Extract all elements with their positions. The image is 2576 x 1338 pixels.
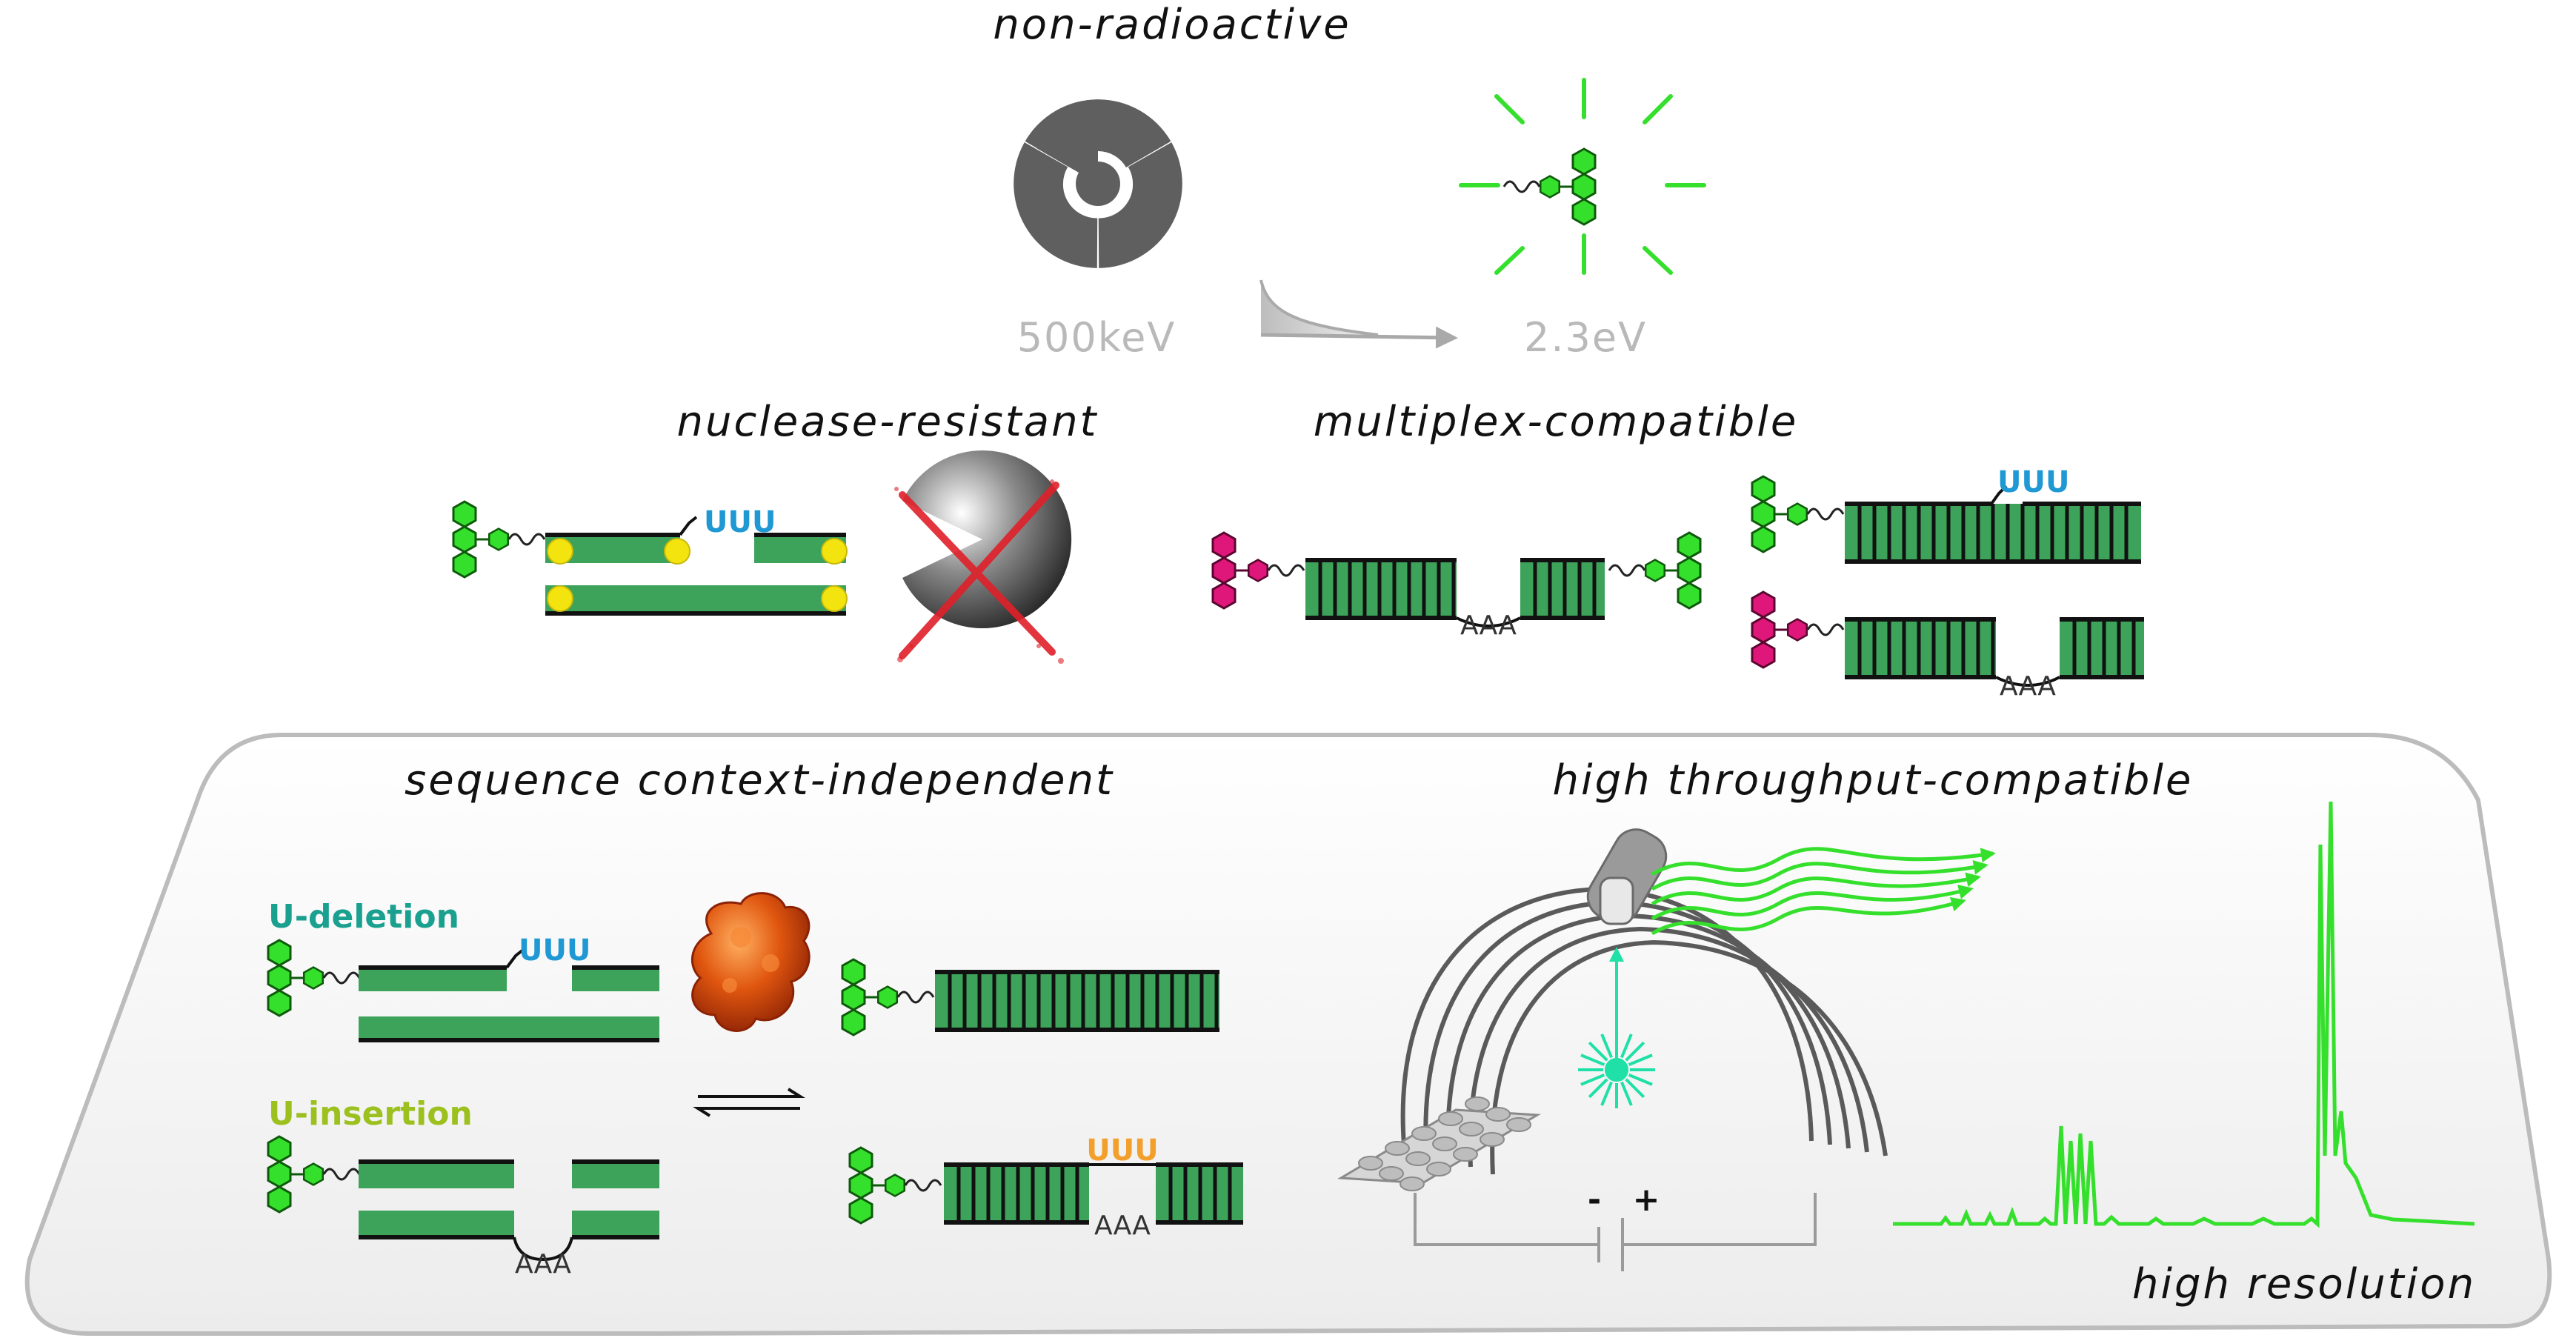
well: [1405, 1151, 1431, 1166]
laser-ray: [1580, 1074, 1605, 1086]
laser-ray: [1620, 1081, 1633, 1106]
well: [1379, 1166, 1404, 1181]
u-deletion-substrate: [267, 939, 659, 1042]
well: [1465, 1096, 1490, 1111]
well: [1400, 1176, 1425, 1191]
laser-ray: [1600, 1034, 1613, 1059]
uuu-label-insertion: UUU: [1086, 1134, 1158, 1168]
well: [1459, 1122, 1484, 1136]
electrode-minus: -: [1588, 1181, 1601, 1219]
aaa-label-multiplex-2: AAA: [2000, 671, 2056, 702]
multiplex-duplex-top-right: [1751, 475, 2141, 564]
laser-ray: [1580, 1054, 1605, 1066]
nuclease-blocked-icon: [894, 450, 1072, 664]
multiplex-duplex-left: [1211, 531, 1702, 628]
laser-source-icon: [1578, 947, 1655, 1108]
well: [1411, 1126, 1437, 1141]
multiplex-duplex-bottom-right: [1751, 590, 2144, 687]
laser-ray: [1588, 1041, 1608, 1062]
u-insertion-substrate: [267, 1135, 659, 1262]
well: [1485, 1107, 1511, 1122]
sample-well-plate: [1337, 1096, 1541, 1191]
electropherogram-trace: [1893, 801, 2475, 1228]
uuu-label-deletion: UUU: [519, 933, 590, 968]
laser-ray: [1628, 1054, 1653, 1066]
laser-ray: [1628, 1074, 1653, 1086]
laser-ray: [1588, 1078, 1608, 1099]
fluorophore-glow-icon: [1459, 78, 1706, 275]
well: [1453, 1147, 1478, 1162]
heading-multiplex-compatible: multiplex-compatible: [1314, 398, 1799, 446]
u-deletion-label: U-deletion: [268, 898, 459, 936]
laser-ray: [1600, 1081, 1613, 1106]
detector-window: [1586, 828, 1668, 925]
well: [1480, 1132, 1505, 1147]
well: [1426, 1162, 1451, 1176]
radiation-trefoil: [1014, 99, 1182, 268]
nuclease-resistant-rna: [452, 500, 848, 616]
laser-ray: [1625, 1078, 1645, 1099]
u-insertion-label: U-insertion: [268, 1095, 473, 1133]
energy-label-fluorescent: 2.3eV: [1524, 314, 1647, 361]
aaa-label-multiplex: AAA: [1460, 610, 1517, 641]
well: [1438, 1111, 1463, 1126]
well: [1432, 1136, 1457, 1151]
energy-decay-arrow: [1259, 279, 1458, 349]
heading-nuclease-resistant: nuclease-resistant: [676, 398, 1098, 446]
power-circuit: [1414, 1193, 1817, 1271]
equilibrium-arrows: [693, 1088, 805, 1117]
aaa-label-insertion-product: AAA: [1094, 1211, 1151, 1241]
u-deletion-product: [841, 958, 1219, 1036]
heading-high-throughput: high throughput-compatible: [1553, 756, 2194, 805]
aaa-label-insertion: AAA: [515, 1249, 571, 1279]
uuu-overhang-label: UUU: [704, 505, 776, 539]
heading-non-radioactive: non-radioactive: [993, 1, 1351, 49]
heading-sequence-context: sequence context-independent: [405, 756, 1114, 805]
fluorescence-emission-lines: [1651, 847, 1996, 936]
u-insertion-product: [848, 1146, 1243, 1225]
electrode-plus: +: [1633, 1181, 1660, 1219]
heading-high-resolution: high resolution: [2132, 1260, 2476, 1308]
editosome-protein-icon: [690, 892, 811, 1032]
well: [1506, 1117, 1531, 1132]
laser-ray: [1620, 1034, 1633, 1059]
laser-ray: [1625, 1041, 1645, 1062]
energy-label-radioactive: 500keV: [1017, 314, 1176, 361]
uuu-label-multiplex: UUU: [1997, 465, 2069, 499]
well: [1385, 1141, 1410, 1156]
well: [1358, 1156, 1383, 1171]
